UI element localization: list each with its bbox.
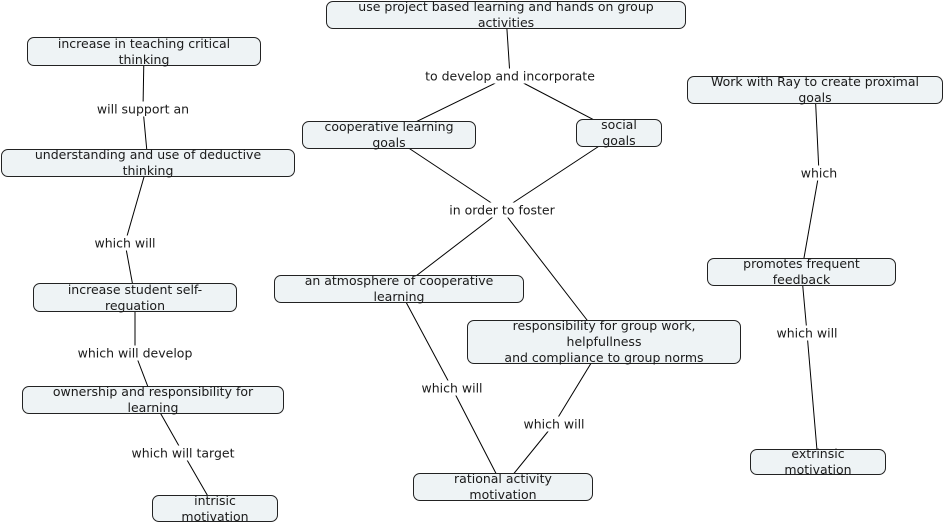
concept-frequent-feedback[interactable]: promotes frequent feedback xyxy=(707,256,896,287)
concept-rational-activity-motivation[interactable]: rational activity motivation xyxy=(413,471,593,502)
concept-cooperative-learning-goals[interactable]: cooperative learning goals xyxy=(302,119,476,150)
concept-project-based-learning[interactable]: use project based learning and hands on … xyxy=(326,0,686,30)
link-will-support-an: will support an xyxy=(94,101,192,117)
concept-cooperative-atmosphere[interactable]: an atmosphere of cooperative learning xyxy=(274,273,524,304)
link-to-develop-and-incorporate: to develop and incorporate xyxy=(423,68,597,84)
connector-line xyxy=(806,332,819,463)
concept-ownership-responsibility[interactable]: ownership and responsibility for learnin… xyxy=(22,384,284,415)
link-which-will-target: which will target xyxy=(129,445,237,461)
link-which-will-develop: which will develop xyxy=(75,345,195,361)
link-which: which xyxy=(798,165,840,181)
link-which-will-1: which will xyxy=(92,235,158,251)
link-which-will-3: which will xyxy=(521,416,587,432)
concept-social-goals[interactable]: social goals xyxy=(576,117,662,148)
concept-intrinsic-motivation[interactable]: intrisic motivation xyxy=(152,493,278,524)
concept-self-regulation[interactable]: increase student self-reguation xyxy=(33,282,237,313)
link-which-will-4: which will xyxy=(774,325,840,341)
concept-critical-thinking[interactable]: increase in teaching critical thinking xyxy=(27,36,261,67)
connector-line xyxy=(801,172,820,273)
connector-line xyxy=(398,288,453,389)
concept-deductive-thinking[interactable]: understanding and use of deductive think… xyxy=(1,147,295,178)
link-which-will-2: which will xyxy=(419,380,485,396)
concept-group-responsibility[interactable]: responsibility for group work, helpfulln… xyxy=(467,318,741,365)
link-in-order-to-foster: in order to foster xyxy=(447,202,557,218)
concept-extrinsic-motivation[interactable]: extrinsic motivation xyxy=(750,446,886,477)
connector-line xyxy=(451,387,504,488)
concept-proximal-goals[interactable]: Work with Ray to create proximal goals xyxy=(687,74,943,105)
